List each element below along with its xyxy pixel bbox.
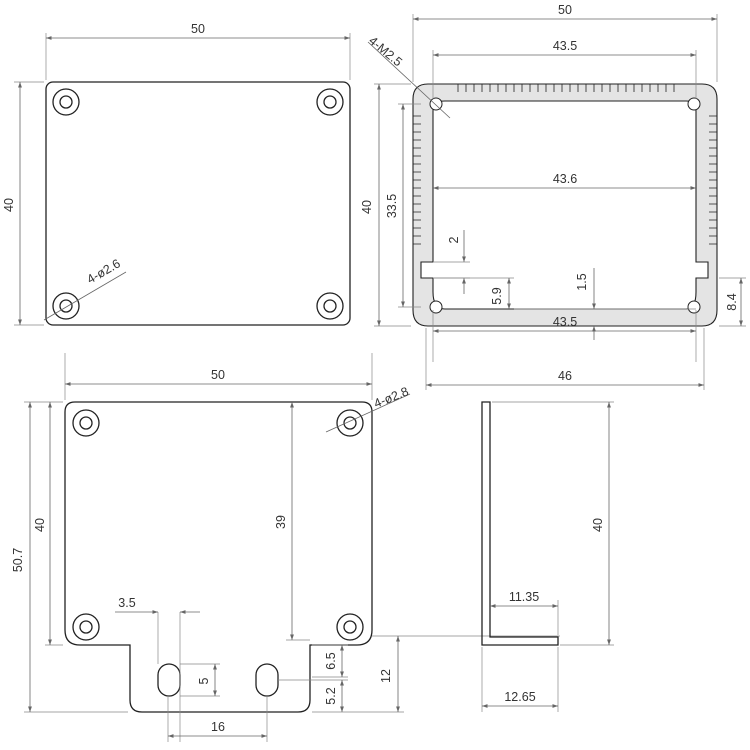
tap-note: 4-M2.5: [366, 34, 405, 70]
dimension-label: 39: [274, 515, 288, 529]
screw-channels: [429, 97, 701, 314]
hole-note: 4-ø2.8: [372, 384, 411, 411]
dimension-label: 5: [197, 677, 211, 684]
hole-inner: [79, 416, 93, 430]
hole-outer: [52, 88, 80, 116]
bracket-outline: [481, 401, 559, 646]
dimension-label: 33.5: [385, 194, 399, 218]
dimension-label: 50: [211, 368, 225, 382]
dimension-label: 3.5: [118, 596, 135, 610]
hole-outer: [316, 292, 344, 320]
panel-outline: [45, 81, 351, 326]
screw-channel: [429, 300, 443, 314]
hole-inner: [343, 620, 357, 634]
hole-outer: [72, 409, 100, 437]
hole-outer: [52, 292, 80, 320]
plate-outline: [64, 401, 373, 713]
dimension-label: 50: [191, 22, 205, 36]
cooling-fins-sides: [413, 115, 717, 245]
hole-inner: [59, 95, 73, 109]
mounting-holes: [72, 409, 364, 641]
hole-inner: [323, 299, 337, 313]
dimension-label: 40: [2, 198, 16, 212]
profile-shell: [412, 83, 718, 327]
slot: [157, 663, 181, 697]
dimension-label: 50.7: [11, 548, 25, 572]
hole-inner: [343, 416, 357, 430]
tab-slots: [157, 663, 279, 697]
view-side: 40 11.35 12.65: [481, 401, 614, 712]
dimension-label: 12: [379, 669, 393, 683]
dimension-label: 5.9: [490, 287, 504, 304]
hole-inner: [79, 620, 93, 634]
leader-line: [367, 41, 451, 119]
dimension-label: 46: [558, 369, 572, 383]
cooling-fins-top: [457, 84, 675, 92]
dimension-label: 40: [591, 518, 605, 532]
hole-outer: [336, 409, 364, 437]
view-profile: 50 43.5 4-M2.5 40 33.5 43.6 2 5.9: [360, 3, 746, 390]
dimension-label: 6.5: [324, 652, 338, 669]
dimension-label: 43.5: [553, 315, 577, 329]
mounting-holes: [52, 88, 344, 320]
dimension-label: 50: [558, 3, 572, 17]
hole-inner: [59, 299, 73, 313]
dimension-label: 12.65: [504, 690, 535, 704]
dimension-label: 2: [447, 236, 461, 243]
dimension-label: 43.5: [553, 39, 577, 53]
dimension-label: 43.6: [553, 172, 577, 186]
screw-channel: [687, 300, 701, 314]
dimension-label: 40: [360, 200, 374, 214]
slot: [255, 663, 279, 697]
hole-inner: [323, 95, 337, 109]
dimension-label: 16: [211, 720, 225, 734]
screw-channel: [429, 97, 443, 111]
dimension-label: 5.2: [324, 687, 338, 704]
dimension-label: 11.35: [509, 590, 539, 604]
hole-outer: [72, 613, 100, 641]
view-end-plate: 50 4-ø2.8 40 50.7 39 3.5 6.5 5: [11, 353, 560, 742]
view-end-panel: 50 40 4-ø2.6: [2, 22, 351, 326]
dimension-label: 40: [33, 518, 47, 532]
leader-line: [43, 271, 127, 321]
dimension-label: 1.5: [575, 273, 589, 290]
hole-note: 4-ø2.6: [85, 256, 123, 286]
dimension-label: 8.4: [725, 293, 739, 310]
hole-outer: [316, 88, 344, 116]
leader-line: [325, 393, 411, 433]
hole-outer: [336, 613, 364, 641]
screw-channel: [687, 97, 701, 111]
